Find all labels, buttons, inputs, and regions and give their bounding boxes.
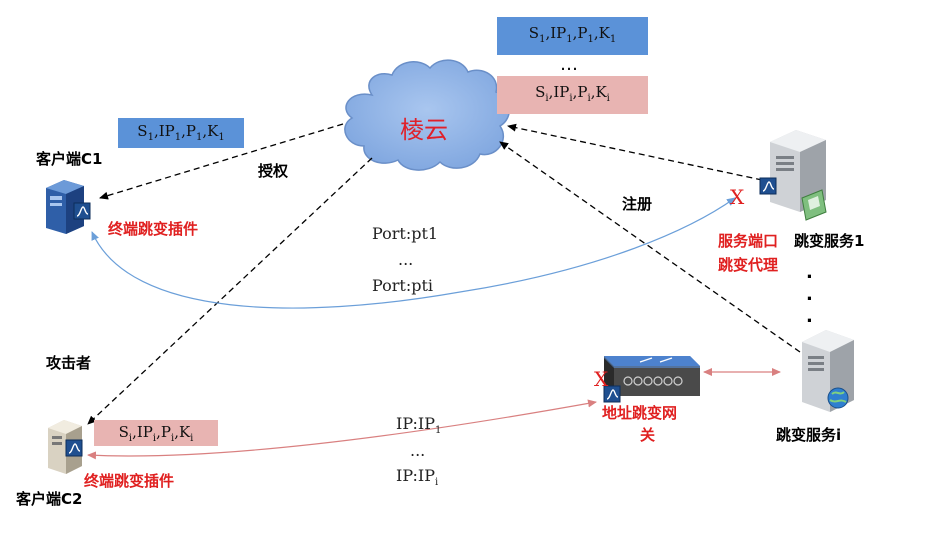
top-tag-si-text: Si,IPi,Pi,Ki bbox=[535, 83, 610, 104]
tag-text-part: ,P bbox=[181, 122, 196, 140]
client-c1-plugin-icon bbox=[73, 202, 91, 220]
tag-text-part: ,IP bbox=[545, 24, 567, 42]
tag-subscript: 1 bbox=[174, 132, 182, 143]
client-c2-tag: Si,IPi,Pi,Ki bbox=[94, 420, 218, 446]
tag-subscript: 1 bbox=[609, 34, 617, 45]
client-c1-tag: S1,IP1,P1,K1 bbox=[118, 118, 244, 148]
gateway-plugin-icon bbox=[603, 385, 621, 403]
tag-text-part: ,K bbox=[202, 122, 219, 140]
cloud-label: 棱云 bbox=[400, 116, 448, 144]
register-label: 注册 bbox=[622, 195, 653, 213]
tag-subscript: 1 bbox=[218, 132, 225, 143]
ip-line-3-prefix: IP:IP bbox=[396, 466, 435, 485]
register-arrow-service-i bbox=[499, 141, 801, 353]
client-c1-tag-text: S1,IP1,P1,K1 bbox=[137, 122, 225, 143]
ip-line-1: IP:IP1 bbox=[396, 414, 441, 436]
tag-subscript: 1 bbox=[587, 34, 594, 45]
ip-hop-connection bbox=[87, 399, 597, 460]
x-mark-gateway: X bbox=[594, 367, 609, 391]
tag-subscript: i bbox=[569, 93, 573, 104]
hop-service-1-proxy-icon bbox=[759, 177, 777, 195]
tag-text-part: ,K bbox=[593, 24, 610, 42]
port-line-3: Port:pti bbox=[372, 276, 434, 295]
client-c2-plugin-icon bbox=[65, 439, 83, 457]
tag-text-part: ,IP bbox=[132, 423, 153, 441]
tag-subscript: i bbox=[587, 93, 591, 104]
hop-service-i-server-icon bbox=[802, 330, 854, 412]
tag-subscript: 1 bbox=[539, 34, 546, 45]
tag-text-part: ,IP bbox=[153, 122, 175, 140]
hop-service-i-label: 跳变服务i bbox=[776, 426, 842, 444]
tag-text-part: ,K bbox=[590, 83, 607, 101]
ip-line-3: IP:IPi bbox=[396, 466, 438, 488]
tag-text-part: ,P bbox=[572, 83, 588, 101]
x-mark-service1: X bbox=[730, 185, 745, 209]
ip-line-1-prefix: IP:IP bbox=[396, 414, 435, 433]
port-line-2: ... bbox=[398, 250, 414, 269]
tag-subscript: i bbox=[152, 433, 157, 444]
authorize-arrow-c2 bbox=[87, 157, 373, 425]
ip-line-3-sub: i bbox=[435, 477, 439, 489]
vertical-dots: . . . bbox=[806, 262, 813, 327]
ip-line-1-sub: 1 bbox=[435, 425, 442, 437]
tag-subscript: 1 bbox=[566, 34, 573, 45]
authorize-label: 授权 bbox=[258, 162, 289, 180]
client-c2-label: 客户端C2 bbox=[16, 490, 83, 508]
plugin2-label: 终端跳变插件 bbox=[84, 472, 175, 490]
gateway-device-icon bbox=[604, 356, 700, 396]
gateway-label-line2: 关 bbox=[640, 426, 656, 444]
register-arrow-service1 bbox=[507, 123, 763, 181]
tag-text-part: S bbox=[118, 423, 129, 441]
top-tag-dots: … bbox=[560, 54, 580, 75]
port-hop-connection bbox=[91, 197, 736, 309]
authorize-arrow-c1 bbox=[99, 123, 344, 200]
client-c2-computer-icon bbox=[48, 420, 82, 474]
tag-subscript: i bbox=[170, 433, 175, 444]
top-tag-si: Si,IPi,Pi,Ki bbox=[497, 76, 648, 114]
hop-service-1-server-icon bbox=[770, 130, 827, 221]
tag-text-part: ,K bbox=[174, 423, 191, 441]
top-tag-s1: S1,IP1,P1,K1 bbox=[497, 17, 648, 55]
port-line-1: Port:pt1 bbox=[372, 224, 439, 243]
tag-text-part: ,P bbox=[572, 24, 588, 42]
ip-line-2: ... bbox=[410, 441, 426, 460]
client-c1-label: 客户端C1 bbox=[36, 150, 103, 168]
port-proxy-line2: 跳变代理 bbox=[718, 256, 779, 274]
plugin1-label: 终端跳变插件 bbox=[108, 220, 199, 238]
tag-text-part: ,IP bbox=[548, 83, 570, 101]
gateway-label-line1: 地址跳变网 bbox=[602, 404, 678, 422]
attacker-label: 攻击者 bbox=[46, 354, 92, 372]
tag-text-part: S bbox=[535, 83, 546, 101]
tag-subscript: i bbox=[190, 433, 194, 444]
client-c2-tag-text: Si,IPi,Pi,Ki bbox=[118, 423, 194, 444]
tag-subscript: 1 bbox=[147, 132, 154, 143]
tag-subscript: i bbox=[128, 433, 133, 444]
tag-text-part: S bbox=[528, 24, 540, 42]
tag-text-part: ,P bbox=[156, 423, 171, 441]
hop-service-1-label: 跳变服务1 bbox=[794, 232, 865, 250]
tag-subscript: 1 bbox=[195, 132, 203, 143]
tag-subscript: i bbox=[606, 93, 610, 104]
top-tag-s1-text: S1,IP1,P1,K1 bbox=[528, 24, 617, 45]
port-proxy-line1: 服务端口 bbox=[718, 232, 779, 250]
tag-text-part: S bbox=[137, 122, 148, 140]
tag-subscript: i bbox=[545, 93, 549, 104]
